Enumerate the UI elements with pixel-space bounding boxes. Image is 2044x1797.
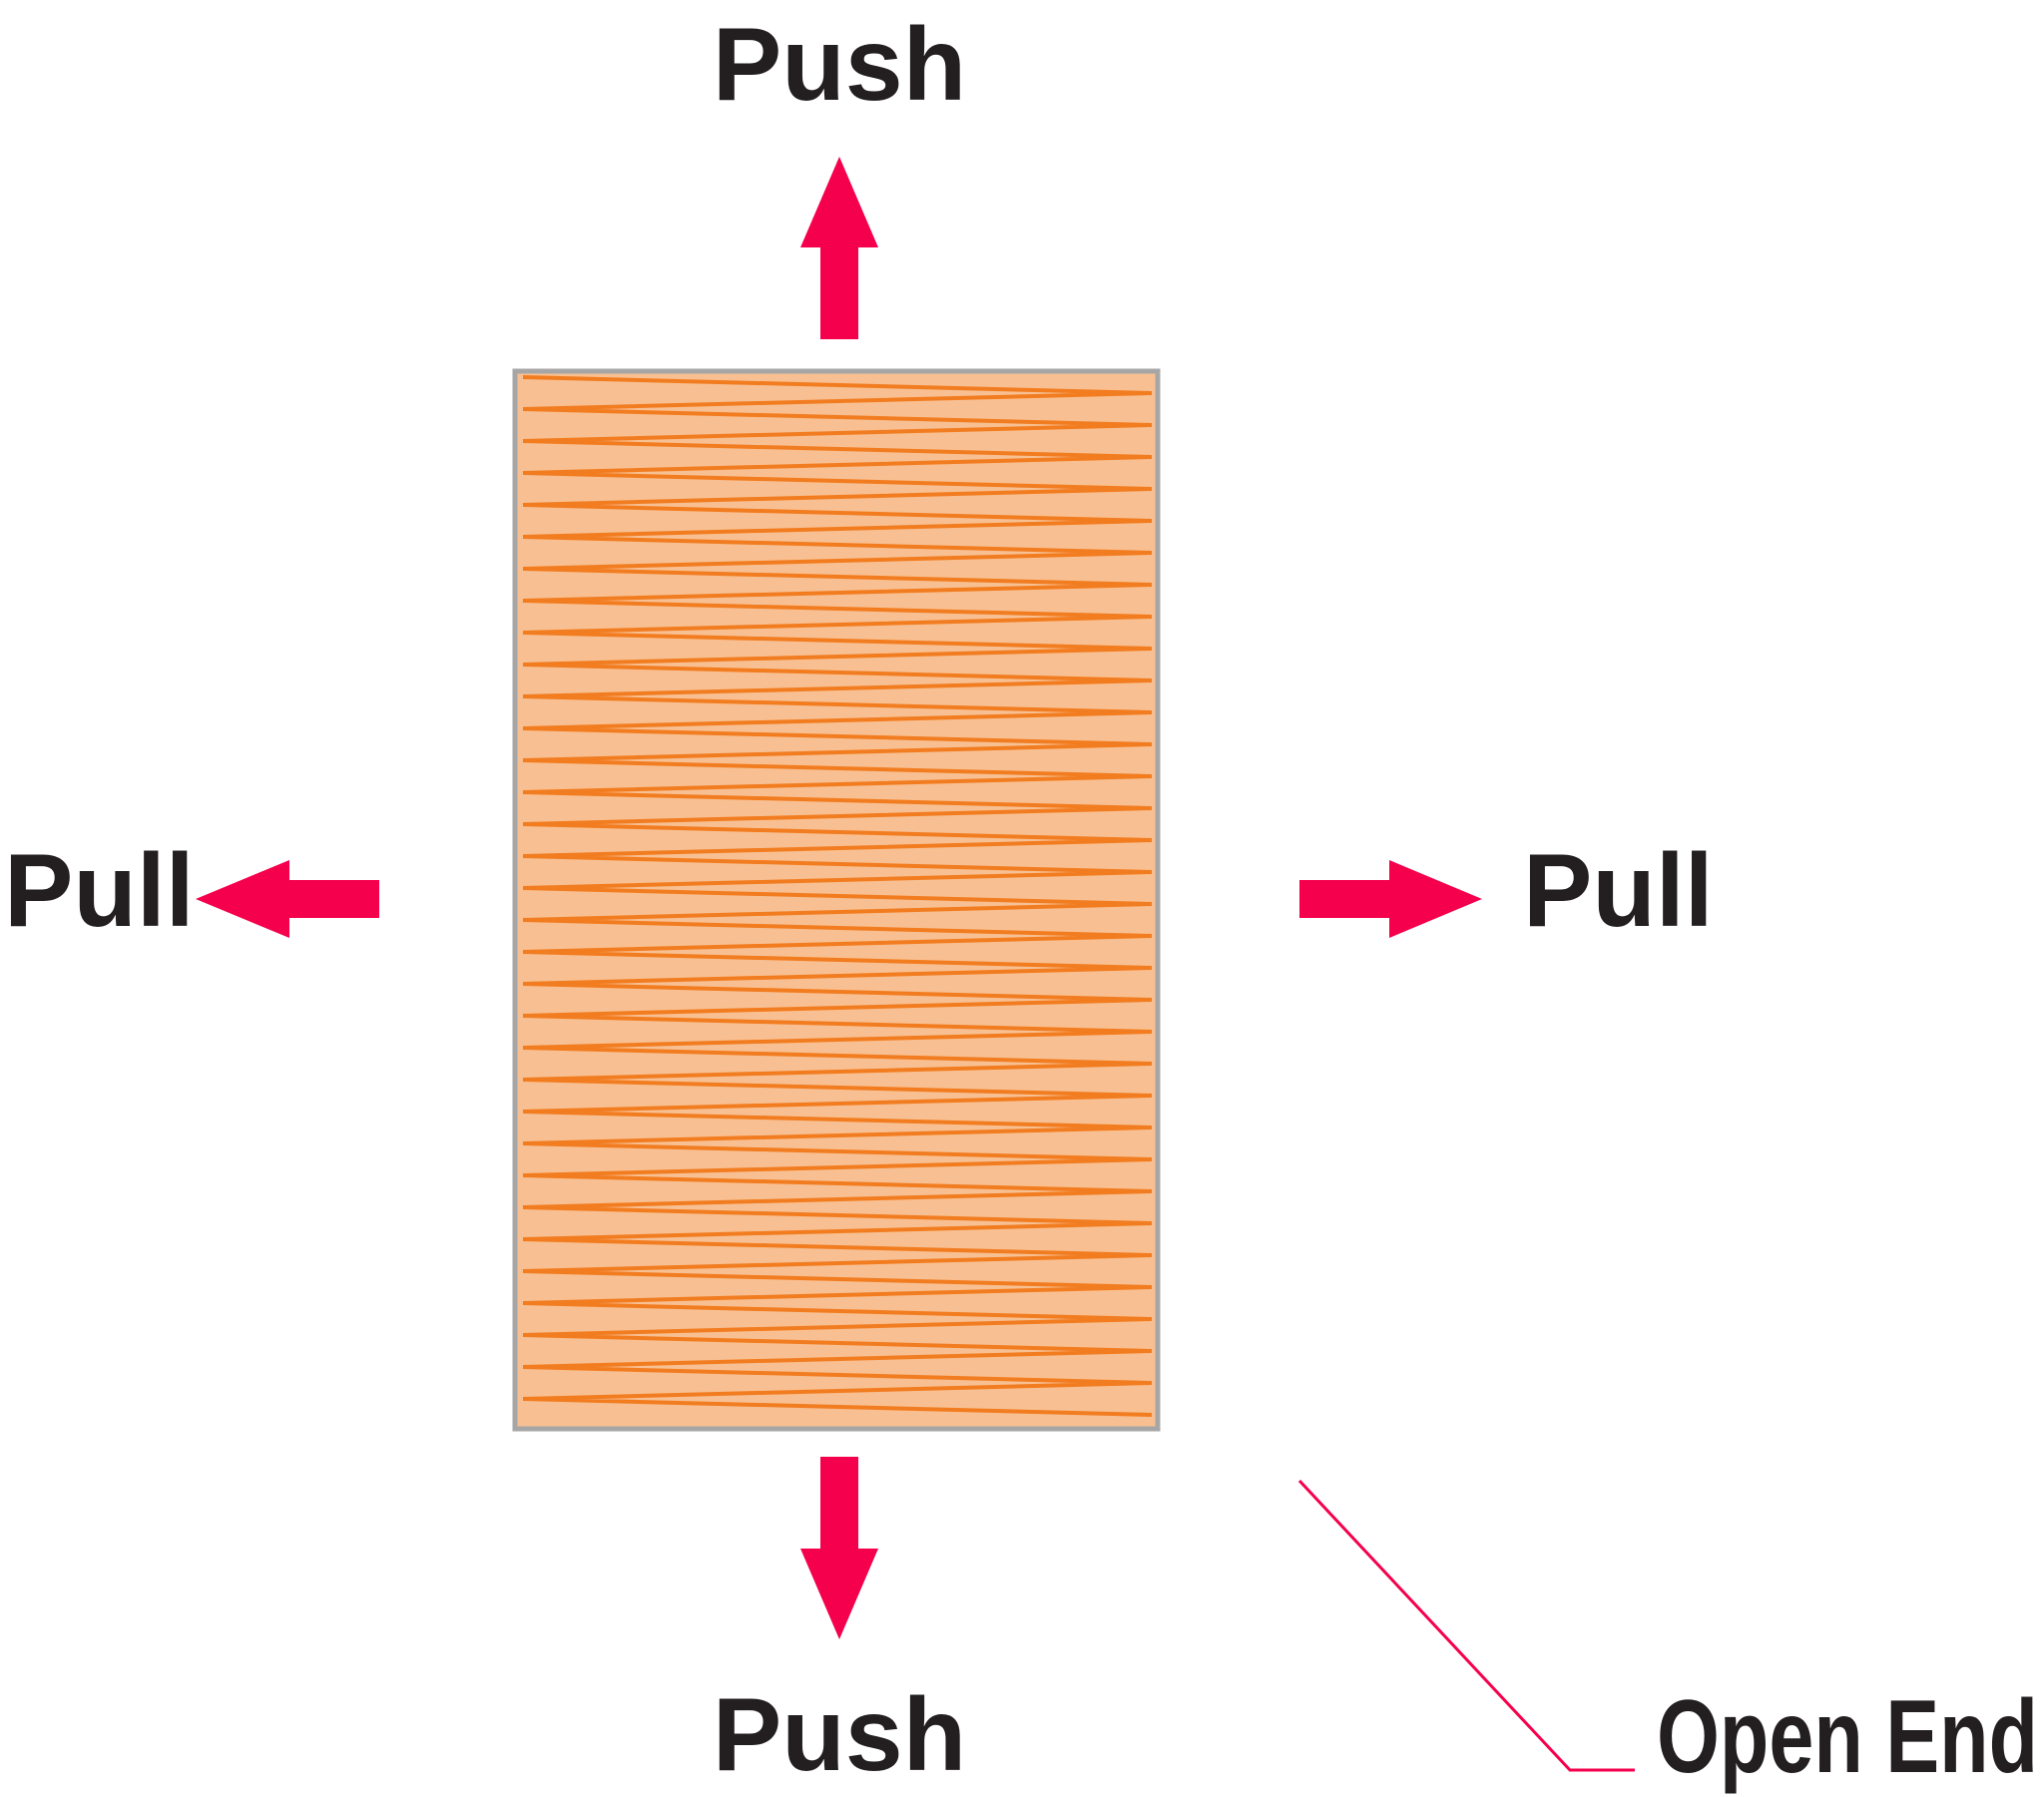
bottom-push-label: Push xyxy=(713,1677,966,1793)
left-pull-label: Pull xyxy=(4,833,195,949)
arrow-right-icon xyxy=(1299,860,1482,938)
zigzag-pleats xyxy=(522,375,1153,1417)
arrow-down-icon xyxy=(800,1457,878,1639)
open-end-label: Open End xyxy=(1657,1679,2038,1795)
arrow-left-icon xyxy=(196,860,379,938)
top-push-label: Push xyxy=(713,7,966,123)
pleated-block xyxy=(512,368,1161,1432)
open-end-leader-line xyxy=(1297,1479,1635,1772)
arrow-up-icon xyxy=(800,157,878,339)
right-pull-label: Pull xyxy=(1523,833,1714,949)
